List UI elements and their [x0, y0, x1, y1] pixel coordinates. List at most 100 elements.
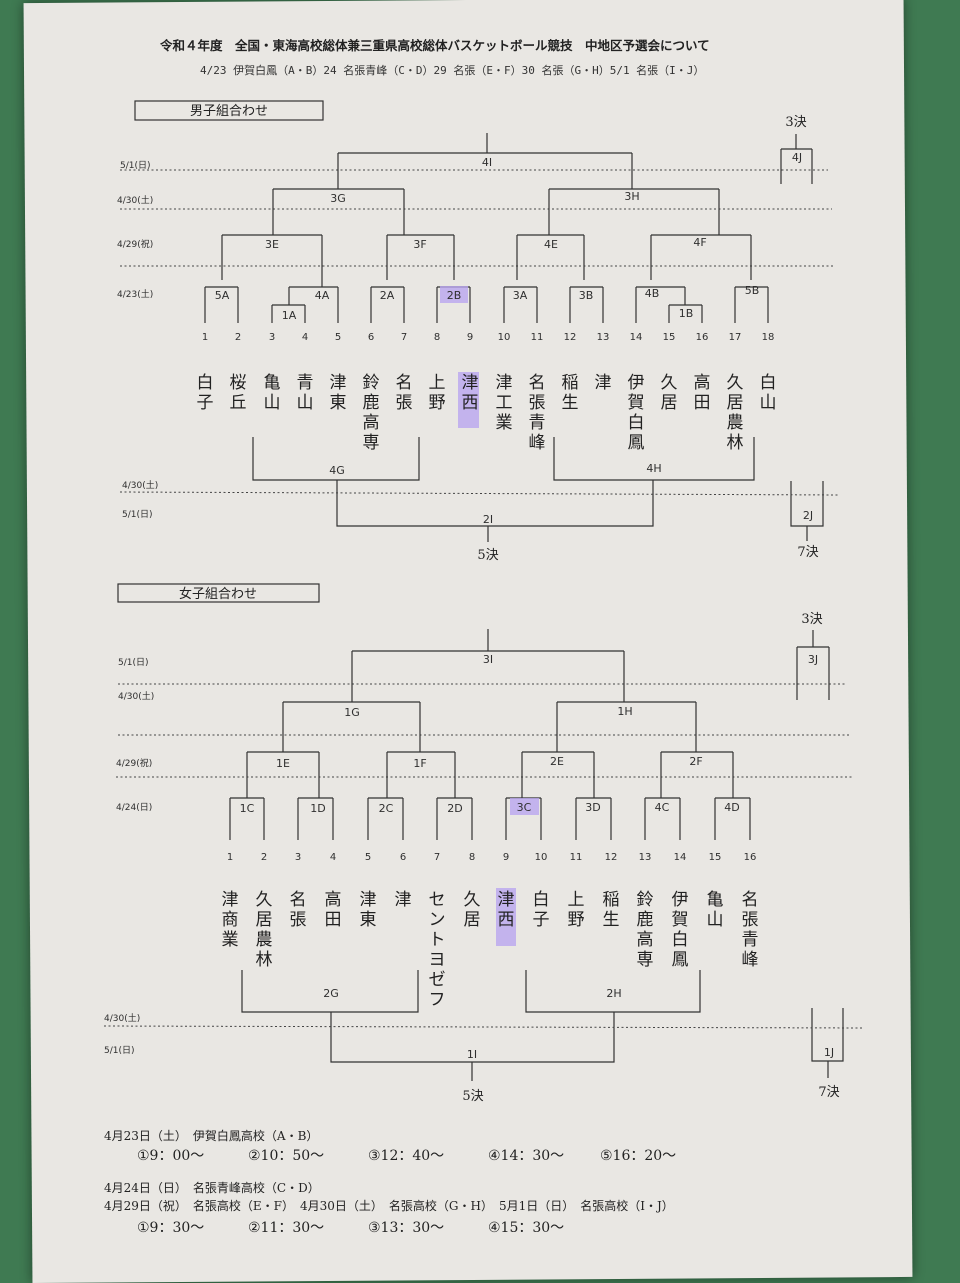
team-name: 亀山 [264, 373, 281, 413]
team-name: 稲生 [562, 373, 579, 413]
match-label: 1F [413, 757, 426, 770]
highlight-3C [510, 798, 539, 815]
team-number: 12 [605, 852, 618, 863]
team-name: 久居 [464, 890, 481, 930]
match-label: 4C [655, 801, 670, 814]
match-label: 3G [330, 192, 346, 205]
team-name: 津西 [498, 890, 515, 930]
team-name: 鈴鹿高専 [637, 890, 654, 970]
team-name: 津東 [360, 890, 377, 930]
boys-heading: 男子組合わせ [190, 104, 268, 119]
match-label: 3B [579, 289, 594, 302]
match-label: 4E [544, 238, 558, 251]
girls-date-label: 4/30(土) [104, 1012, 140, 1024]
boys-fifth-place: 5決 [477, 548, 498, 563]
team-number: 10 [498, 332, 511, 343]
girls-match-labels: 3I 1G 1H 1E 1F 2E 2F 1C 1D 2C 2D 3C 3D 4… [240, 653, 834, 1061]
match-label: 4G [329, 464, 345, 477]
girls-date-label: 5/1(日) [118, 657, 149, 668]
match-label: 5A [215, 289, 230, 302]
boys-date-label: 4/30(土) [117, 194, 153, 206]
boys-section: 男子組合わせ 5/1(日) 4/30(土) 4/29(祝) 4/23(土) 4/… [117, 100, 841, 563]
highlight-tsunishi-girls [496, 888, 516, 946]
match-label: 4D [724, 801, 739, 814]
match-label: 1D [310, 802, 325, 815]
team-name: 津商業 [222, 890, 239, 950]
boys-seventh-place: 7決 [797, 545, 818, 560]
match-label: 3C [517, 801, 532, 814]
time-slot: ③13：30～ [368, 1220, 444, 1236]
match-label: 2A [380, 289, 395, 302]
team-number: 1 [202, 332, 208, 343]
team-number: 11 [570, 852, 583, 863]
match-label: 2E [550, 755, 564, 768]
match-label: 1J [824, 1046, 834, 1059]
match-label: 3A [513, 289, 528, 302]
time-schedule: 4月23日（土） 伊賀白鳳高校（A・B） ①9：00～ ②10：50～ ③12：… [104, 1128, 676, 1236]
team-name: 伊賀白鳳 [628, 373, 645, 453]
team-number: 7 [401, 332, 407, 343]
team-number: 9 [467, 332, 473, 343]
match-label: 3J [808, 653, 818, 666]
team-name: 津 [595, 373, 612, 393]
team-name: 名張 [396, 373, 413, 413]
team-number: 17 [729, 332, 742, 343]
venue-line: 4月29日（祝） 名張高校（E・F） 4月30日（土） 名張高校（G・H） 5月… [104, 1198, 674, 1213]
boys-date-label: 4/29(祝) [117, 238, 153, 250]
team-number: 14 [630, 332, 643, 343]
highlight-tsunishi-boys [458, 372, 479, 428]
match-label: 4F [693, 236, 706, 249]
time-slot: ①9：00～ [137, 1148, 204, 1164]
time-slot: ②11：30～ [248, 1220, 324, 1236]
team-name: 上野 [429, 373, 446, 413]
team-name: 白山 [760, 373, 777, 413]
boys-heading-box [134, 100, 324, 121]
team-number: 7 [434, 852, 440, 863]
team-number: 15 [709, 852, 722, 863]
team-number: 13 [639, 852, 652, 863]
team-number: 5 [365, 852, 371, 863]
boys-date-label: 5/1(日) [122, 509, 153, 520]
team-name: 名張青峰 [742, 890, 759, 970]
team-name: 名張 [290, 890, 307, 930]
team-number: 3 [295, 852, 301, 863]
match-label: 1C [240, 802, 255, 815]
match-label: 4I [482, 156, 492, 169]
team-name: 白子 [197, 373, 214, 413]
team-name: 亀山 [707, 890, 724, 930]
team-number: 8 [469, 852, 475, 863]
team-number: 9 [503, 852, 509, 863]
match-label: 4B [645, 287, 660, 300]
boys-match-labels: 4I 3G 3H 3E 3F 4E 4F 5A 1A 4A 2A 2B 3A 3… [215, 151, 813, 526]
match-label: 2D [447, 802, 462, 815]
match-label: 4H [646, 462, 661, 475]
team-name: 久居農林 [727, 373, 744, 453]
team-number: 5 [335, 332, 341, 343]
match-label: 3H [624, 190, 639, 203]
match-label: 3D [585, 801, 600, 814]
team-number: 16 [696, 332, 709, 343]
match-label: 3I [483, 653, 493, 666]
time-slot: ②10：50～ [248, 1148, 324, 1164]
document-title: 令和４年度 全国・東海高校総体兼三重県高校総体バスケットボール競技 中地区予選会… [159, 38, 710, 53]
venue-line: 4月23日（土） 伊賀白鳳高校（A・B） [104, 1128, 318, 1143]
match-label: 1G [344, 706, 360, 719]
team-name: 高田 [694, 373, 711, 413]
boys-third-place: 3決 [785, 115, 806, 130]
team-number: 11 [531, 332, 544, 343]
girls-date-label: 4/30(土) [118, 690, 154, 702]
boys-date-label: 4/30(土) [122, 479, 158, 491]
boys-date-label: 4/23(土) [117, 288, 153, 300]
team-name: 久居農林 [256, 890, 273, 970]
day-divider [119, 491, 841, 496]
match-label: 2B [447, 289, 462, 302]
team-number: 1 [227, 852, 233, 863]
team-number: 2 [261, 852, 267, 863]
match-label: 2C [379, 802, 394, 815]
match-label: 4A [315, 289, 330, 302]
girls-bracket-lines [229, 629, 844, 1081]
schedule-line: 4/23 伊賀白鳳（A・B）24 名張青峰（C・D）29 名張（E・F）30 名… [200, 63, 704, 77]
team-name: セントヨゼフ [429, 890, 446, 1010]
team-name: 高田 [325, 890, 342, 930]
